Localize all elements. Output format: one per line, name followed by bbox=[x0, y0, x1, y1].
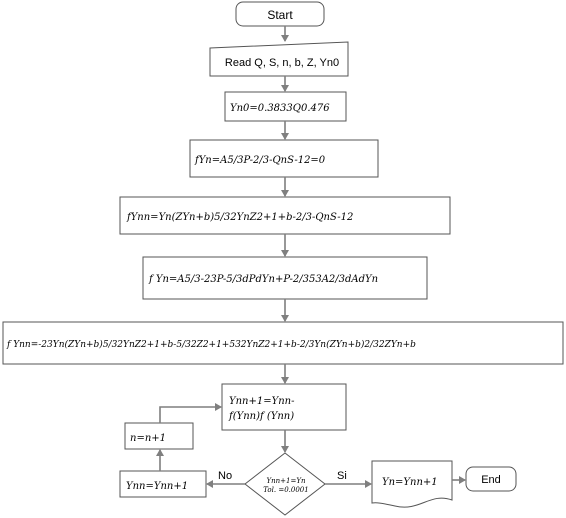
derivative-fyn-box: f Yn=A5/3-23P-5/3dPdYn+P-2/353A2/3dAdYn bbox=[142, 256, 428, 300]
initial-depth-label: Yn0=0.3833Q0.476 bbox=[230, 103, 330, 114]
convergence-decision: Ynn+1=Yn Tol. =0.0001 bbox=[244, 452, 326, 516]
newton-step-line1: Ynn+1=Ynn- bbox=[229, 396, 295, 407]
result-box: Yn=Ynn+1 bbox=[371, 460, 453, 508]
update-box: Ynn=Ynn+1 bbox=[119, 470, 207, 498]
end-label: End bbox=[481, 474, 501, 486]
read-input-box: Read Q, S, n, b, Z, Yn0 bbox=[209, 41, 349, 77]
result-label: Yn=Ynn+1 bbox=[382, 477, 438, 488]
increment-label: n=n+1 bbox=[130, 433, 166, 444]
initial-depth-box: Yn0=0.3833Q0.476 bbox=[224, 91, 347, 122]
derivative-fyn-label: f Yn=A5/3-23P-5/3dPdYn+P-2/353A2/3dAdYn bbox=[148, 274, 378, 285]
function-fyn-label: fYn=A5/3P-2/3-QnS-12=0 bbox=[194, 155, 326, 166]
yes-branch-label: Si bbox=[337, 470, 347, 482]
newton-step-line2: f(Ynn)f (Ynn) bbox=[228, 411, 294, 422]
derivative-fynn-label: f Ynn=-23Yn(ZYn+b)5/32YnZ2+1+b-5/32Z2+1+… bbox=[6, 339, 416, 350]
read-input-label: Read Q, S, n, b, Z, Yn0 bbox=[225, 57, 339, 69]
start-label: Start bbox=[267, 8, 293, 22]
decision-line2: Tol. =0.0001 bbox=[263, 486, 308, 494]
derivative-fynn-box: f Ynn=-23Yn(ZYn+b)5/32YnZ2+1+b-5/32Z2+1+… bbox=[2, 321, 564, 365]
arrow-increment-newton bbox=[159, 403, 222, 423]
update-label: Ynn=Ynn+1 bbox=[126, 481, 188, 492]
no-branch-label: No bbox=[218, 470, 232, 482]
increment-box: n=n+1 bbox=[124, 422, 194, 450]
function-fynn-box: fYnn=Yn(ZYn+b)5/32YnZ2+1+b-2/3-QnS-12 bbox=[119, 196, 451, 235]
decision-line1: Ynn+1=Yn bbox=[267, 477, 306, 485]
connectors bbox=[156, 26, 466, 488]
end-terminator: End bbox=[465, 466, 517, 492]
newton-step-box: Ynn+1=Ynn- f(Ynn)f (Ynn) bbox=[221, 383, 347, 431]
start-terminator: Start bbox=[235, 1, 325, 27]
function-fyn-box: fYn=A5/3P-2/3-QnS-12=0 bbox=[189, 139, 379, 178]
function-fynn-label: fYnn=Yn(ZYn+b)5/32YnZ2+1+b-2/3-QnS-12 bbox=[126, 212, 353, 223]
